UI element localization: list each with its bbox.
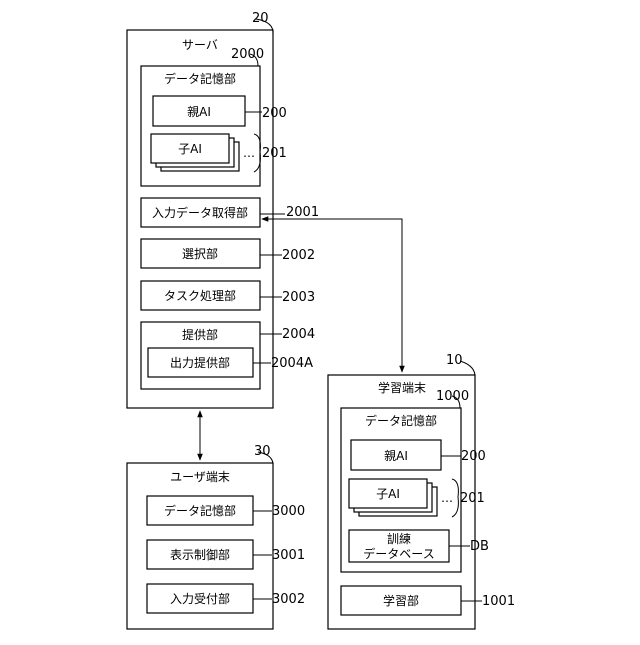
- selection-label: 選択部: [182, 246, 218, 261]
- task-processing-label: タスク処理部: [164, 288, 236, 303]
- learning-storage-title: データ記憶部: [365, 413, 437, 428]
- server-block: サーバ 20 データ記憶部 2000 親AI 200 子AI … 201 入力デ…: [127, 11, 319, 408]
- server-ref: 20: [252, 11, 269, 26]
- server-child-ai-ref: 201: [262, 146, 287, 161]
- training-db-label-line2: データベース: [363, 546, 434, 561]
- server-storage-ref: 2000: [231, 47, 264, 62]
- selection-ref: 2002: [282, 248, 315, 263]
- learning-terminal-ref: 10: [446, 353, 463, 368]
- input-acquisition-label: 入力データ取得部: [152, 205, 248, 220]
- server-parent-ai-label: 親AI: [187, 105, 211, 119]
- provision-ref: 2004: [282, 327, 315, 342]
- learning-parent-ai-ref: 200: [461, 449, 486, 464]
- user-terminal-title: ユーザ端末: [170, 470, 230, 484]
- user-terminal-block: ユーザ端末 30 データ記憶部 3000 表示制御部 3001 入力受付部 30…: [127, 444, 305, 629]
- provision-label: 提供部: [182, 327, 218, 342]
- server-child-ai-label: 子AI: [178, 142, 202, 156]
- display-control-label: 表示制御部: [170, 547, 230, 562]
- learning-child-ai-ellipsis: …: [441, 491, 453, 505]
- input-reception-label: 入力受付部: [170, 591, 230, 606]
- training-db-label-line1: 訓練: [387, 531, 411, 546]
- learning-unit-ref: 1001: [482, 594, 515, 609]
- training-db-ref: DB: [470, 539, 489, 554]
- learning-child-ai-ref: 201: [460, 491, 485, 506]
- user-storage-label: データ記憶部: [164, 503, 236, 518]
- user-terminal-ref: 30: [254, 444, 271, 459]
- user-storage-ref: 3000: [272, 504, 305, 519]
- learning-unit-label: 学習部: [383, 593, 419, 608]
- task-processing-ref: 2003: [282, 290, 315, 305]
- server-storage-title: データ記憶部: [164, 71, 236, 86]
- server-child-ai-ellipsis: …: [243, 146, 255, 160]
- server-title: サーバ: [182, 38, 218, 52]
- server-parent-ai-ref: 200: [262, 106, 287, 121]
- output-provision-ref: 2004A: [271, 356, 313, 371]
- input-acquisition-ref: 2001: [286, 205, 319, 220]
- learning-storage-ref: 1000: [436, 389, 469, 404]
- learning-terminal-title: 学習端末: [378, 380, 426, 395]
- learning-parent-ai-label: 親AI: [384, 449, 408, 463]
- display-control-ref: 3001: [272, 548, 305, 563]
- input-reception-ref: 3002: [272, 592, 305, 607]
- learning-terminal-block: 学習端末 10 データ記憶部 1000 親AI 200 子AI … 201 訓練…: [328, 353, 515, 629]
- output-provision-label: 出力提供部: [170, 355, 230, 370]
- learning-child-ai-label: 子AI: [376, 487, 400, 501]
